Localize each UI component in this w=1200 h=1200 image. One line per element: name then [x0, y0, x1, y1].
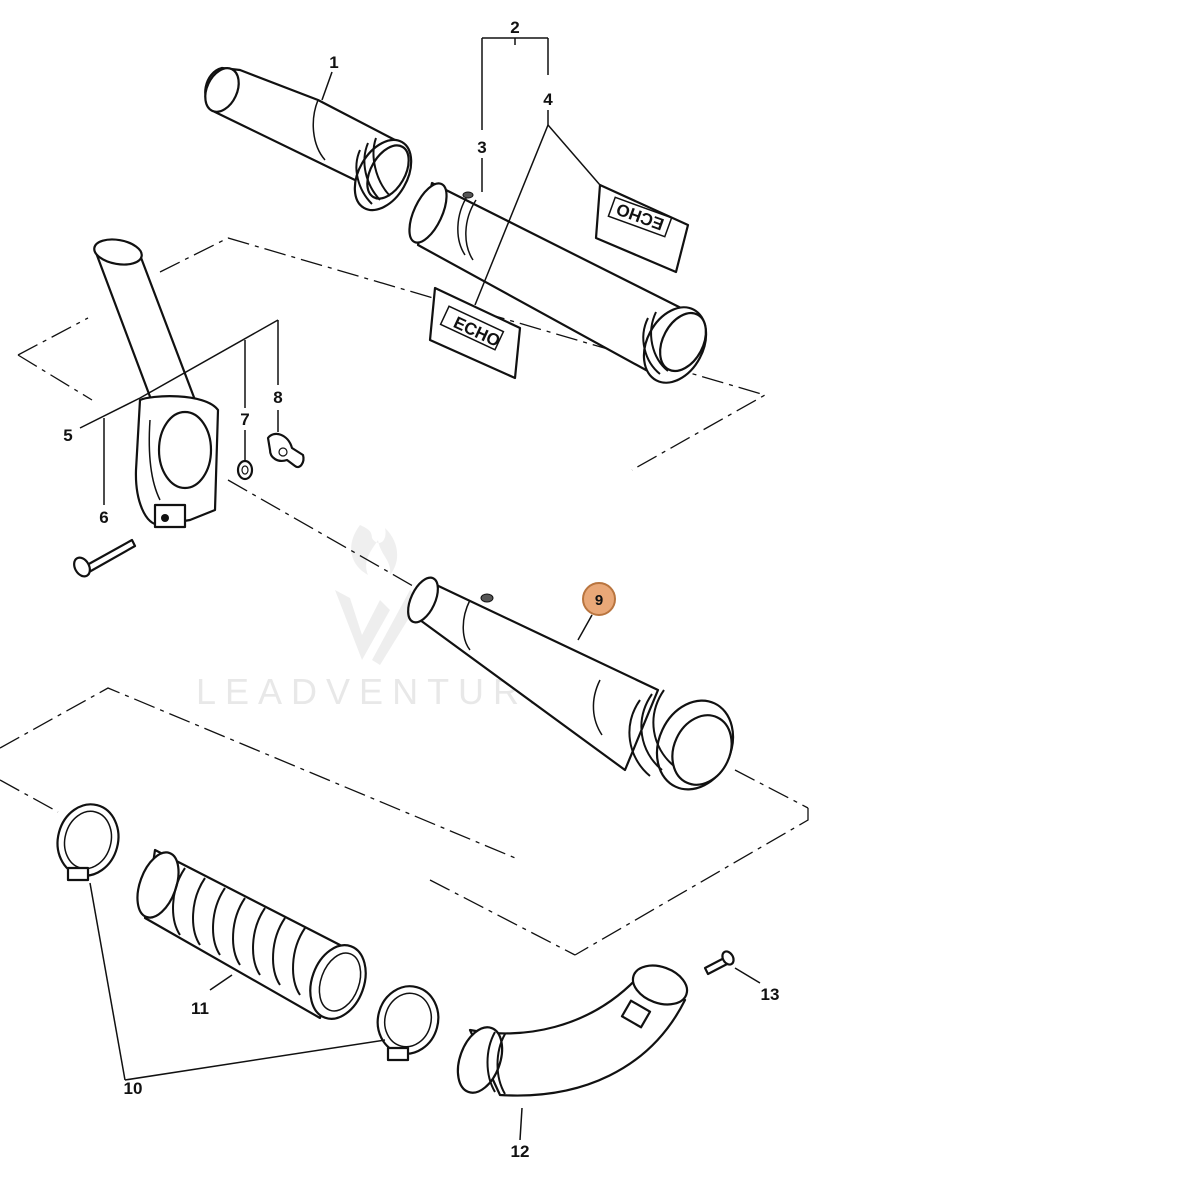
part-3-middle-pipe — [408, 181, 708, 384]
part-13-screw — [703, 950, 735, 976]
label-part-6[interactable]: 6 — [99, 508, 108, 527]
label-part-10[interactable]: 10 — [124, 1079, 143, 1098]
label-part-9[interactable]: 9 — [595, 592, 603, 609]
part-11-flex-hose — [136, 848, 367, 1020]
label-part-5[interactable]: 5 — [63, 426, 72, 445]
leader-lines — [79, 37, 761, 1141]
label-part-4[interactable]: 4 — [543, 90, 553, 109]
part-9-lower-pipe — [407, 576, 735, 791]
label-part-13[interactable]: 13 — [761, 985, 780, 1004]
part-8-wing-nut — [266, 432, 305, 469]
highlight-circle-part-9 — [582, 582, 616, 616]
part-1-upper-pipe — [204, 66, 413, 212]
watermark-text: LEADVENTURE — [196, 671, 561, 712]
label-part-7[interactable]: 7 — [240, 410, 249, 429]
part-7-washer — [236, 459, 254, 481]
part-6-bolt — [73, 538, 137, 578]
label-part-3[interactable]: 3 — [477, 138, 486, 157]
label-part-12[interactable]: 12 — [511, 1142, 530, 1161]
part-10-clamps — [56, 803, 440, 1062]
label-part-8[interactable]: 8 — [273, 388, 282, 407]
label-part-11[interactable]: 11 — [191, 999, 209, 1018]
label-part-2[interactable]: 2 — [510, 18, 519, 37]
part-5-handle — [93, 238, 220, 529]
label-part-1[interactable]: 1 — [329, 53, 338, 72]
part-12-elbow — [456, 964, 689, 1097]
part-labels: 1 2 3 4 5 6 7 8 9 10 11 12 13 — [63, 18, 779, 1161]
part-4-decals: ECHO ECHO — [428, 183, 690, 380]
